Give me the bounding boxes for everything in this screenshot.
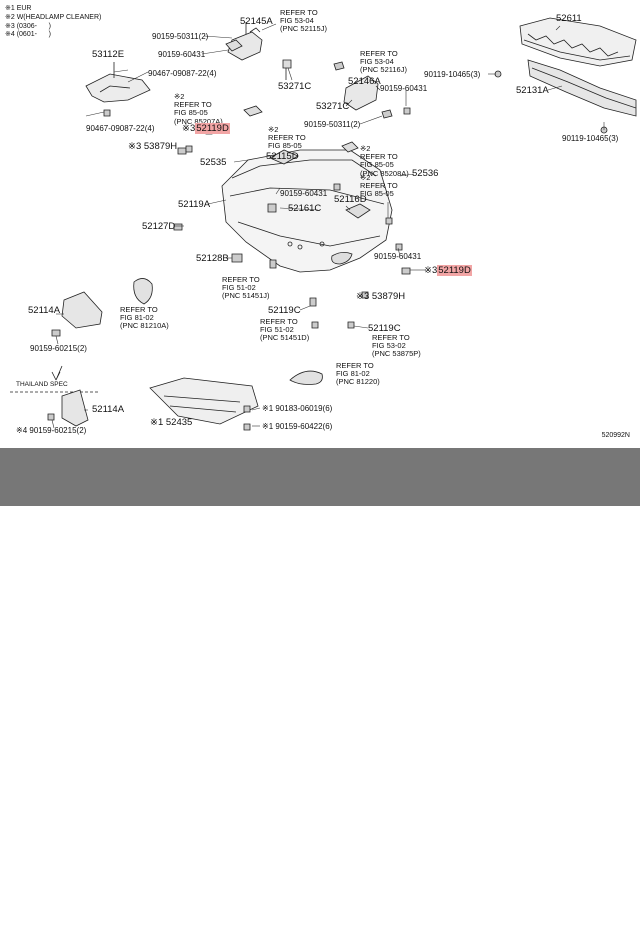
part-number: 9015960215: [225, 911, 356, 937]
footer-bar: TOYOTA - 9015960215 N - 52119D: [0, 448, 640, 937]
label-90119-b[interactable]: 90119-10465(3): [562, 134, 619, 143]
note-0601: ※4 (0601- ): [5, 31, 51, 39]
bracket-52114a-b: [61, 389, 89, 427]
label-52535[interactable]: 52535: [200, 157, 227, 168]
label-90159-50311-mid[interactable]: 90159-50311(2): [304, 120, 361, 129]
bracket-52114a-a: [61, 291, 103, 329]
label-52114a-a[interactable]: 52114A: [28, 305, 61, 316]
note-headlamp-cleaner: ※2 W(HEADLAMP CLEANER): [5, 13, 102, 21]
lamp-81220: [289, 370, 323, 385]
ref-fig-81-02-b[interactable]: REFER TO FIG 81-02 (PNC 81220): [336, 361, 380, 387]
subpart-number: 52119D: [446, 911, 527, 937]
ref-fig-85-05-b[interactable]: ※2 REFER TO FIG 85-05: [268, 125, 306, 151]
label-52146a[interactable]: 52146A: [348, 76, 381, 87]
note-0306: ※3 (0306- ): [5, 22, 51, 30]
label-90159-60422[interactable]: ※1 90159-60422(6): [262, 422, 333, 431]
bracket-52145a: [227, 31, 263, 61]
label-90159-60215-a[interactable]: 90159-60215(2): [30, 344, 87, 353]
ref-fig-53-04-a[interactable]: REFER TO FIG 53-04 (PNC 52115J): [280, 8, 327, 34]
n-label: N: [406, 911, 423, 937]
ref-fig-85-05-d[interactable]: ※2 REFER TO FIG 85-05: [360, 173, 398, 199]
footer-dash-2: -: [427, 911, 435, 937]
ref-fig-85-05-c[interactable]: ※2 REFER TO FIG 85-05 (PNC 85208A): [360, 144, 409, 178]
brand-name: TOYOTA: [112, 911, 207, 937]
label-53271c-b[interactable]: 53271C: [316, 101, 350, 112]
footer-dash-1: -: [207, 911, 215, 937]
label-90159-60431-c[interactable]: 90159-60431: [280, 189, 328, 198]
label-53271c-a[interactable]: 53271C: [278, 81, 312, 92]
label-52115d[interactable]: 52115D: [266, 151, 299, 162]
undercover-52435: [149, 377, 259, 425]
label-90159-60431-a[interactable]: 90159-60431: [158, 50, 206, 59]
bracket-52146a: [343, 75, 379, 111]
label-90467-b[interactable]: 90467-09087-22(4): [86, 124, 155, 133]
label-53879h-b[interactable]: ※3 53879H: [356, 291, 406, 302]
label-52127d[interactable]: 52127D: [142, 221, 176, 232]
label-52435[interactable]: ※1 52435: [150, 417, 193, 428]
label-52119c-b[interactable]: 52119C: [368, 323, 401, 334]
label-52119d-a[interactable]: ※352119D: [182, 123, 230, 134]
label-90159-60431-d[interactable]: 90159-60431: [374, 252, 422, 261]
label-90159-60431-b[interactable]: 90159-60431: [380, 84, 428, 93]
ref-fig-51-02-a[interactable]: REFER TO FIG 51-02 (PNC 51451J): [222, 275, 270, 301]
ref-fig-81-02-a[interactable]: REFER TO FIG 81-02 (PNC 81210A): [120, 305, 169, 331]
note-eur: ※1 EUR: [5, 5, 32, 12]
label-52119d-b-mark: ※3: [424, 265, 438, 276]
label-52128b[interactable]: 52128B: [196, 253, 229, 264]
label-52119c-a[interactable]: 52119C: [268, 305, 301, 316]
figure-code: 520992N: [601, 432, 630, 439]
label-90159-60215-b[interactable]: ※4 90159-60215(2): [16, 426, 87, 435]
ref-fig-53-02[interactable]: REFER TO FIG 53-02 (PNC 53875P): [372, 333, 421, 359]
label-52119d-a-highlight[interactable]: 52119D: [195, 123, 230, 134]
ref-fig-51-02-b[interactable]: REFER TO FIG 51-02 (PNC 51451D): [260, 317, 310, 343]
thailand-spec-label: THAILAND SPEC: [16, 381, 68, 388]
label-52145a[interactable]: 52145A: [240, 16, 273, 27]
ref-fig-85-05-a[interactable]: ※2 REFER TO FIG 85-05 (PNC 85207A): [174, 92, 223, 126]
label-52536[interactable]: 52536: [412, 168, 439, 179]
label-52114a-b[interactable]: 52114A: [92, 404, 125, 415]
label-90467-a[interactable]: 90467-09087-22(4): [148, 69, 217, 78]
label-53112e[interactable]: 53112E: [92, 49, 125, 60]
label-90183[interactable]: ※1 90183-06019(6): [262, 404, 333, 413]
label-52119a[interactable]: 52119A: [178, 199, 211, 210]
label-52119d-b[interactable]: ※352119D: [424, 265, 472, 276]
label-52131a[interactable]: 52131A: [516, 85, 549, 96]
label-52161c[interactable]: 52161C: [288, 203, 322, 214]
bracket-53112e: [85, 73, 151, 103]
lamp-81210a: [133, 278, 153, 305]
label-90159-50311-top[interactable]: 90159-50311(2): [152, 32, 209, 41]
absorber-52611: [519, 17, 637, 67]
ref-fig-53-04-b[interactable]: REFER TO FIG 53-04 (PNC 52116J): [360, 49, 407, 75]
label-52119d-b-highlight[interactable]: 52119D: [437, 265, 472, 276]
label-90119-a[interactable]: 90119-10465(3): [424, 70, 481, 79]
label-52119d-a-mark: ※3: [182, 123, 196, 134]
clip-53271c-a: [282, 59, 292, 69]
bumper-cover-52119a: [221, 149, 393, 273]
parts-diagram: [10, 17, 637, 431]
footnotes: ※1 EUR ※2 W(HEADLAMP CLEANER) ※3 (0306- …: [5, 5, 101, 40]
label-52116d[interactable]: 52116D: [334, 194, 367, 205]
label-53879h-a[interactable]: ※3 53879H: [128, 141, 178, 152]
label-52611[interactable]: 52611: [556, 13, 582, 24]
